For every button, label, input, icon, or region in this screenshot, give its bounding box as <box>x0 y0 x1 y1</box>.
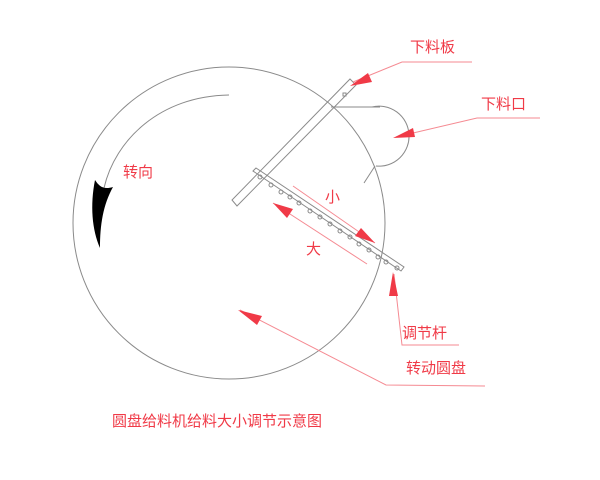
feed-outlet-leader <box>393 117 540 138</box>
large-direction-arrow <box>272 202 368 265</box>
large-label: 大 <box>306 240 322 258</box>
feed-outlet <box>331 105 410 184</box>
rotating-disc-label: 转动圆盘 <box>406 359 467 377</box>
rotation-direction-label: 转向 <box>123 163 154 181</box>
adjust-rod-leader <box>389 272 459 346</box>
feed-outlet-label: 下料口 <box>481 95 527 113</box>
rotation-arc <box>103 94 230 189</box>
rotation-arrow-icon <box>92 180 113 248</box>
feed-plate <box>231 78 357 207</box>
feed-plate-leader <box>350 61 472 86</box>
adjust-rod <box>252 167 405 272</box>
rotating-disc-leader <box>238 309 486 387</box>
small-label: 小 <box>325 188 341 206</box>
adjust-rod-label: 调节杆 <box>402 324 448 342</box>
rotating-disc <box>72 66 386 380</box>
diagram-title: 圆盘给料机给料大小调节示意图 <box>112 412 323 430</box>
feed-plate-label: 下料板 <box>410 38 456 56</box>
small-direction-arrow <box>292 185 376 244</box>
